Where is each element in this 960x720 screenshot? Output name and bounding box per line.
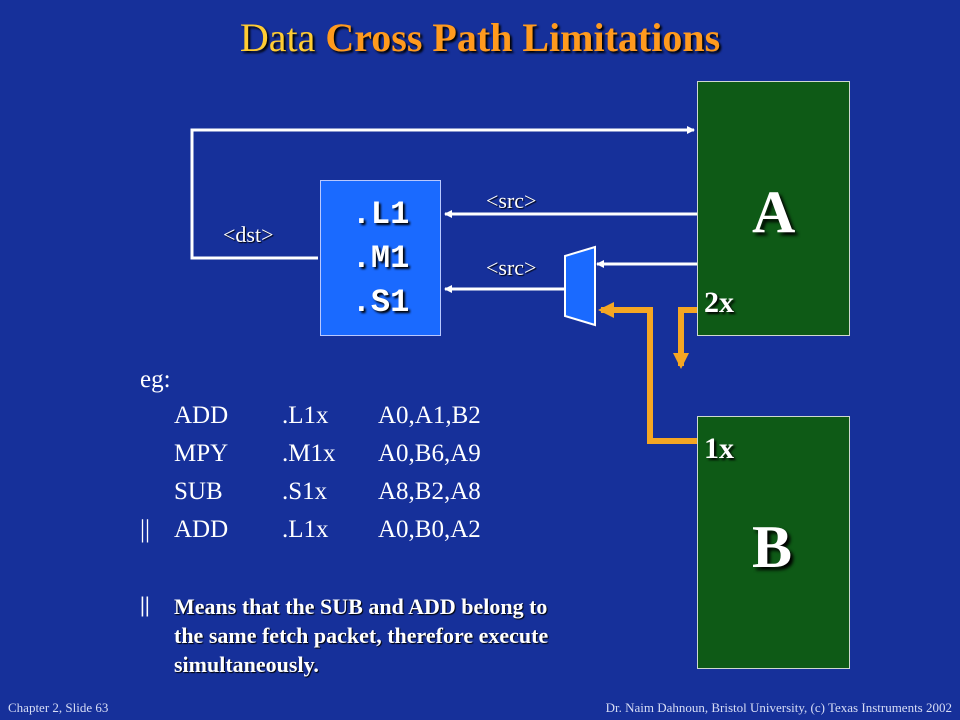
unit-s1: .S1	[351, 284, 410, 321]
register-file-b	[697, 416, 850, 669]
src-lower-label: <src>	[486, 255, 537, 280]
code-unit: .S1x	[282, 478, 328, 505]
code-opcode: ADD	[174, 516, 229, 543]
code-opcode: SUB	[174, 478, 223, 505]
code-unit: .L1x	[282, 402, 329, 429]
footer-slide-number: Chapter 2, Slide 63	[8, 700, 109, 715]
title-accent: Cross Path Limitations	[325, 15, 721, 60]
code-operands: A0,B0,A2	[378, 516, 481, 543]
code-opcode: MPY	[174, 440, 229, 467]
slide-title: Data Cross Path Limitations	[0, 14, 960, 61]
code-unit: .L1x	[282, 516, 329, 543]
code-line: MPY .M1x A0,B6,A9	[140, 440, 540, 476]
note-text: Means that the SUB and ADD belong to the…	[174, 594, 549, 677]
dst-label: <dst>	[223, 222, 274, 247]
unit-m1: .M1	[351, 240, 410, 277]
code-operands: A0,A1,B2	[378, 402, 481, 429]
code-opcode: ADD	[174, 402, 229, 429]
code-operands: A8,B2,A8	[378, 478, 481, 505]
register-file-b-label: B	[752, 514, 793, 580]
src-upper-label: <src>	[486, 188, 537, 213]
code-line: ADD .L1x A0,A1,B2	[140, 402, 540, 438]
cross-path-2x-line	[673, 307, 697, 369]
cross-path-mux	[564, 245, 596, 327]
cross-path-1x-label: 1x	[704, 432, 734, 465]
code-line: || ADD .L1x A0,B0,A2	[140, 516, 540, 552]
footer-credit: Dr. Naim Dahnoun, Bristol University, (c…	[605, 700, 952, 715]
code-parallel-marker: ||	[140, 516, 151, 543]
register-file-a	[697, 81, 850, 336]
unit-l1: .L1	[351, 196, 410, 233]
example-heading: eg:	[140, 366, 171, 393]
code-operands: A0,B6,A9	[378, 440, 481, 467]
note-parallel-marker: ||	[140, 592, 150, 617]
functional-units-box: .L1 .M1 .S1	[320, 180, 441, 336]
dst-writeback-line	[190, 126, 695, 260]
cross-path-2x-label: 2x	[704, 286, 734, 319]
code-unit: .M1x	[282, 440, 336, 467]
cross-path-1x-line	[598, 302, 697, 444]
title-plain: Data	[239, 15, 316, 60]
code-line: SUB .S1x A8,B2,A8	[140, 478, 540, 514]
register-file-a-label: A	[752, 179, 796, 245]
